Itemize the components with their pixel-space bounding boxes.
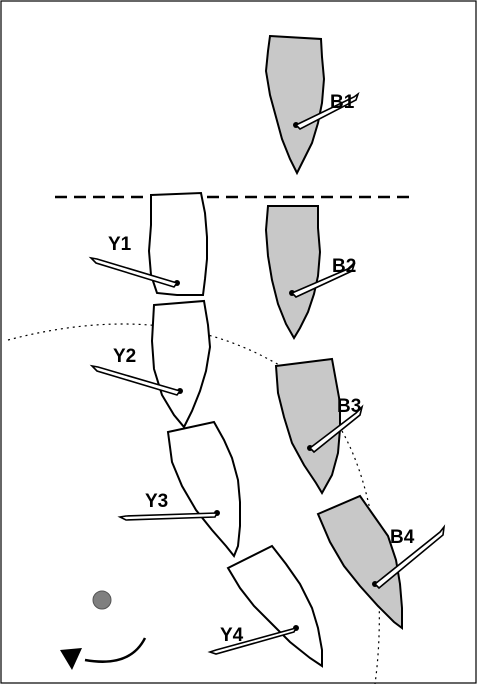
boat-b3	[274, 357, 364, 495]
boat-y1	[88, 191, 208, 296]
boat-b4	[316, 494, 446, 630]
zone-circle	[7, 323, 380, 684]
label-b4: B4	[390, 527, 415, 548]
boat-b1	[264, 34, 360, 176]
label-b2: B2	[332, 256, 356, 277]
boat-y4	[207, 544, 323, 668]
boat-y2	[89, 299, 212, 429]
label-y3: Y3	[145, 491, 168, 512]
boat-b2	[264, 205, 356, 340]
label-b3: B3	[337, 396, 361, 417]
rotation-arrow-icon	[60, 637, 147, 670]
label-y4: Y4	[220, 625, 244, 646]
label-y1: Y1	[108, 234, 132, 255]
boat-y3	[117, 420, 241, 558]
mark-buoy	[92, 590, 112, 610]
label-b1: B1	[330, 92, 355, 113]
label-y2: Y2	[113, 346, 136, 367]
